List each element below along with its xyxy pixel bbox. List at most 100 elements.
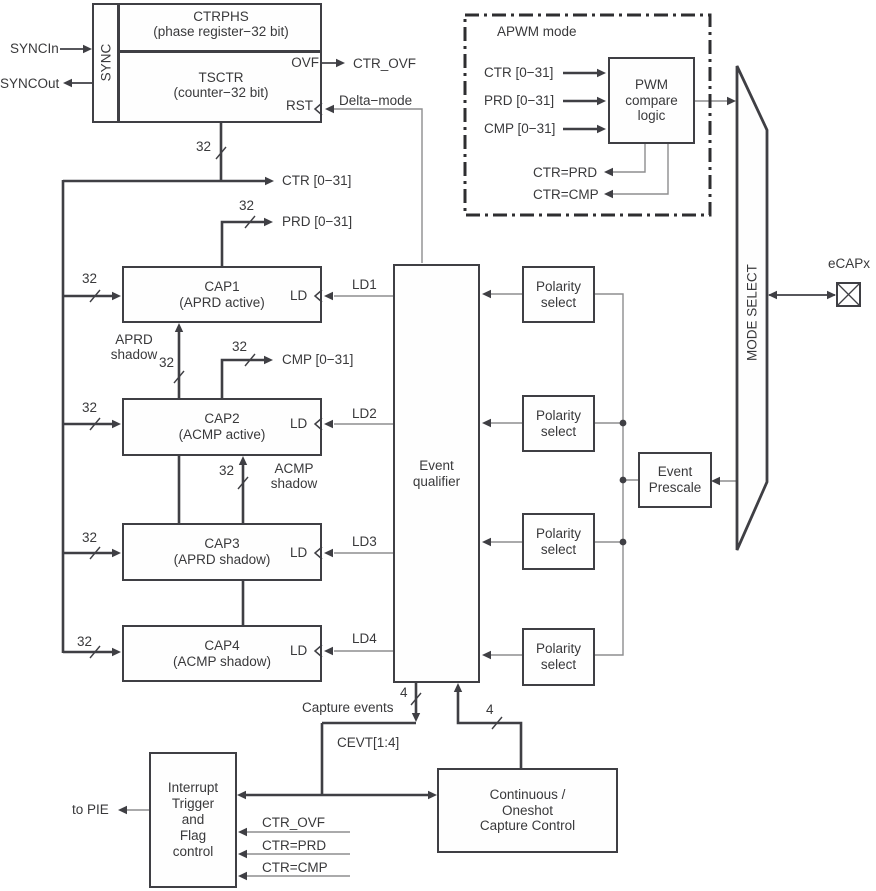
arrowhead bbox=[827, 290, 836, 300]
ecapx-pin-icon bbox=[836, 282, 861, 307]
arrowhead bbox=[63, 78, 72, 88]
arrowhead bbox=[336, 58, 345, 68]
cap3-register-box: CAP3 (APRD shadow) bbox=[122, 523, 322, 581]
ctr-ovf-output-label: CTR_OVF bbox=[353, 56, 417, 71]
arrowhead bbox=[482, 650, 491, 660]
ld4-label: LD4 bbox=[352, 631, 377, 646]
cap4-register-box: CAP4 (ACMP shadow) bbox=[122, 625, 322, 682]
ecapx-pin-label: eCAPx bbox=[827, 256, 871, 271]
arrowhead bbox=[83, 44, 92, 54]
bus-width-tick bbox=[89, 546, 101, 560]
arrowhead bbox=[597, 124, 606, 134]
bus-width-tick bbox=[173, 370, 185, 384]
cap2-ld-port: LD bbox=[290, 416, 308, 431]
prd-bus-label: PRD [0−31] bbox=[282, 214, 353, 229]
arrowhead bbox=[711, 476, 720, 486]
arrowhead bbox=[264, 355, 273, 365]
arrowhead bbox=[112, 419, 121, 429]
bus-width-tick bbox=[89, 289, 101, 303]
arrowhead bbox=[428, 790, 437, 800]
cap4-ld-port: LD bbox=[290, 643, 308, 658]
arrowhead bbox=[727, 96, 736, 106]
bus32-tsctr: 32 bbox=[196, 139, 212, 154]
arrowhead bbox=[604, 189, 613, 199]
bus-width-tick bbox=[244, 353, 256, 367]
apwm-cmp-input-label: CMP [0−31] bbox=[484, 121, 556, 136]
event-prescale-box: Event Prescale bbox=[638, 452, 712, 508]
arrowhead bbox=[411, 713, 421, 722]
aprd-shadow-label: APRD shadow bbox=[110, 332, 158, 363]
bus-width-tick bbox=[237, 476, 249, 490]
arrowhead bbox=[324, 646, 333, 656]
ctrphs-register-label: CTRPHS (phase register−32 bit) bbox=[153, 9, 289, 40]
arrowhead bbox=[264, 217, 273, 227]
wire-cmp-bus bbox=[220, 358, 265, 399]
arrowhead bbox=[118, 805, 127, 815]
cap1-register-box: CAP1 (APRD active) bbox=[122, 266, 322, 323]
junction-dot bbox=[619, 538, 627, 546]
polarity-select-4-box: Polarity select bbox=[522, 628, 595, 686]
wire-cevt bbox=[245, 721, 429, 797]
arrowhead bbox=[604, 167, 613, 177]
wire-ctr-eq-prd-out bbox=[612, 144, 646, 173]
wire-ctr-eq-cmp-out bbox=[612, 144, 669, 195]
bus-width-tick bbox=[89, 417, 101, 431]
arrowhead bbox=[112, 291, 121, 301]
rst-port-label: RST bbox=[286, 98, 313, 113]
arrowhead bbox=[238, 871, 247, 881]
sync-divider-horizontal bbox=[120, 50, 320, 53]
arrowhead bbox=[238, 456, 248, 465]
bus32-cap4: 32 bbox=[77, 634, 93, 649]
arrowhead bbox=[237, 790, 246, 800]
pin-box bbox=[836, 282, 861, 307]
arrowhead bbox=[453, 683, 463, 692]
bus-width-tick bbox=[410, 692, 422, 706]
arrowhead bbox=[325, 104, 334, 114]
capture-events-label: Capture events bbox=[302, 700, 394, 715]
arrowhead bbox=[112, 548, 121, 558]
delta-mode-label: Delta−mode bbox=[339, 93, 413, 108]
arrowhead bbox=[112, 647, 121, 657]
ctr-eq-prd-output-label: CTR=PRD bbox=[533, 165, 598, 180]
cap1-ld-port: LD bbox=[290, 288, 308, 303]
junction-dots bbox=[619, 419, 627, 546]
polarity-select-3-box: Polarity select bbox=[522, 513, 595, 570]
bus4-up: 4 bbox=[486, 702, 494, 717]
ctr-eq-prd-input-label: CTR=PRD bbox=[262, 838, 327, 853]
bus32-cap1: 32 bbox=[82, 271, 98, 286]
bus32-cap3: 32 bbox=[82, 530, 98, 545]
arrowhead bbox=[174, 323, 184, 332]
bus32-acmp: 32 bbox=[219, 463, 235, 478]
sync-rotated-label: SYNC bbox=[98, 43, 114, 82]
ctr-bus-label: CTR [0−31] bbox=[282, 173, 352, 188]
cap3-ld-port: LD bbox=[290, 545, 308, 560]
arrowhead bbox=[238, 849, 247, 859]
arrowhead bbox=[482, 537, 491, 547]
ld1-label: LD1 bbox=[352, 277, 377, 292]
bus4-down: 4 bbox=[400, 685, 408, 700]
bus32-cap2: 32 bbox=[82, 400, 98, 415]
ovf-port-label: OVF bbox=[291, 55, 319, 70]
arrowhead bbox=[482, 289, 491, 299]
arrowhead bbox=[597, 68, 606, 78]
pin-x bbox=[836, 282, 861, 307]
apwm-prd-input-label: PRD [0−31] bbox=[484, 93, 555, 108]
arrowhead bbox=[324, 291, 333, 301]
wire-prd-bus bbox=[220, 220, 265, 266]
bus-width-tick bbox=[215, 146, 227, 160]
pwm-compare-logic-box: PWM compare logic bbox=[608, 57, 695, 144]
arrowhead bbox=[768, 290, 777, 300]
bus32-prd: 32 bbox=[239, 198, 255, 213]
arrowhead bbox=[482, 418, 491, 428]
bus-width-tick bbox=[491, 716, 503, 730]
junction-dot bbox=[619, 419, 627, 427]
cap2-register-box: CAP2 (ACMP active) bbox=[122, 398, 322, 456]
syncin-label: SYNCIn bbox=[10, 41, 59, 56]
ctr-eq-cmp-input-label: CTR=CMP bbox=[262, 860, 328, 875]
apwm-ctr-input-label: CTR [0−31] bbox=[484, 65, 554, 80]
to-pie-label: to PIE bbox=[72, 802, 109, 817]
polarity-select-1-box: Polarity select bbox=[522, 266, 595, 323]
ld3-label: LD3 bbox=[352, 534, 377, 549]
event-qualifier-box: Event qualifier bbox=[393, 264, 480, 683]
